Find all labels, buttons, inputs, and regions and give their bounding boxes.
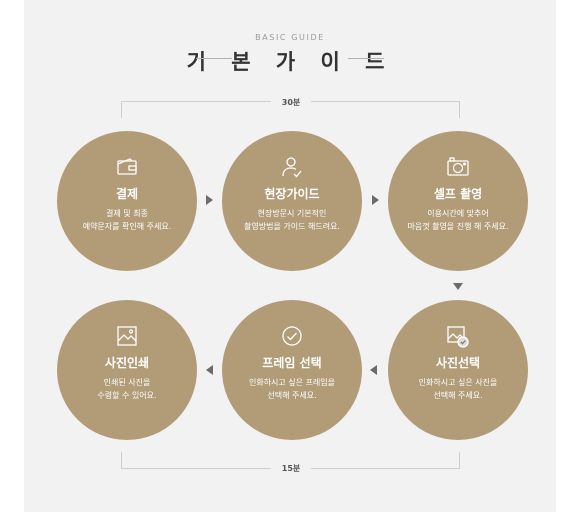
check-circle-icon bbox=[282, 326, 302, 346]
step-title: 현장가이드 bbox=[264, 187, 320, 201]
bottom-bracket-line-right bbox=[311, 468, 460, 469]
step-title: 사진인쇄 bbox=[104, 356, 150, 370]
top-bracket-left-edge bbox=[121, 101, 122, 118]
arrow-left-icon bbox=[206, 365, 213, 375]
title-divider-left bbox=[196, 58, 232, 59]
duration-label-bottom: 15분 bbox=[281, 464, 301, 473]
arrow-left-icon bbox=[370, 365, 377, 375]
section-subtitle: BASIC GUIDE bbox=[255, 33, 325, 42]
bottom-bracket-right-edge bbox=[459, 452, 460, 469]
photo-check-icon bbox=[447, 326, 469, 348]
picture-icon bbox=[117, 326, 137, 346]
step-title: 결제 bbox=[115, 187, 139, 201]
wallet-icon bbox=[117, 158, 137, 175]
step-title: 셀프 촬영 bbox=[433, 187, 483, 201]
duration-label-top: 30분 bbox=[281, 98, 301, 107]
arrow-right-icon bbox=[206, 195, 213, 205]
arrow-right-icon bbox=[372, 195, 379, 205]
person-check-icon bbox=[282, 157, 302, 178]
bottom-bracket-line-left bbox=[121, 468, 271, 469]
bottom-bracket-left-edge bbox=[121, 452, 122, 469]
step-title: 사진선택 bbox=[435, 356, 481, 370]
camera-icon bbox=[447, 157, 469, 176]
top-bracket-line-left bbox=[121, 101, 271, 102]
page-title: 기 본 가 이 드 bbox=[186, 50, 394, 74]
top-bracket-right-edge bbox=[459, 101, 460, 118]
top-bracket-line-right bbox=[311, 101, 460, 102]
arrow-down-icon bbox=[453, 283, 463, 290]
title-divider-right bbox=[348, 58, 384, 59]
step-title: 프레임 선택 bbox=[262, 356, 322, 370]
